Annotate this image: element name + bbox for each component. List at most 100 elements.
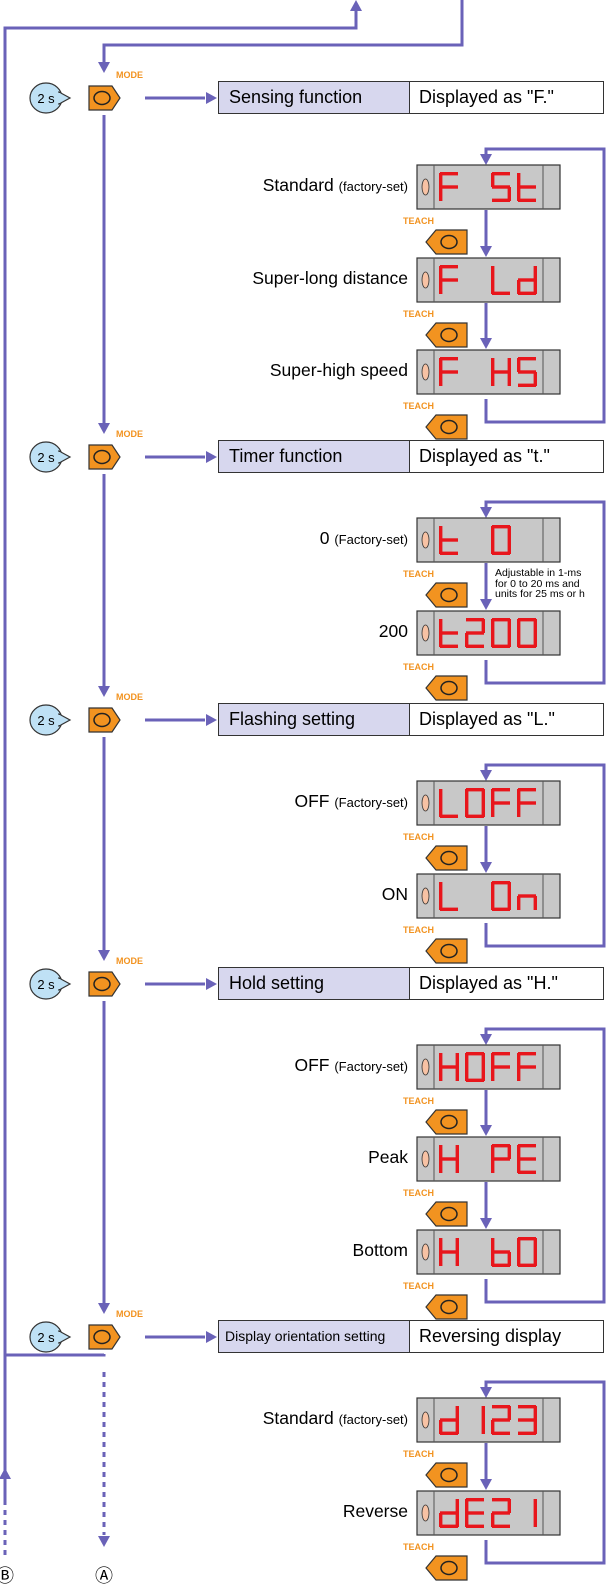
option-label: Super-high speed — [270, 360, 408, 381]
lcd-display-3-2 — [416, 1229, 561, 1275]
hold-time-bubble: 2 s — [29, 441, 72, 473]
lcd-display-4-1 — [416, 1490, 561, 1536]
teach-label: TEACH — [403, 1542, 434, 1552]
teach-button[interactable] — [425, 1555, 468, 1581]
trunk-arrowhead — [98, 1303, 110, 1314]
teach-label: TEACH — [403, 1096, 434, 1106]
hold-time-bubble: 2 s — [29, 82, 72, 114]
hold-time-label: 2 s — [37, 1330, 55, 1345]
teach-button[interactable] — [425, 322, 468, 348]
section-title: Hold setting — [219, 968, 410, 999]
option-label-text: Super-high speed — [269, 360, 408, 380]
mode-button[interactable] — [88, 444, 121, 470]
option-label-text: Bottom — [352, 1240, 408, 1260]
teach-label: TEACH — [403, 216, 434, 226]
option-label: 200 — [379, 621, 408, 642]
option-label-text: 200 — [378, 621, 408, 641]
mode-button[interactable] — [88, 707, 121, 733]
option-label: OFF (Factory-set) — [294, 791, 408, 812]
trunk-arrowhead — [98, 950, 110, 961]
option-arrowhead — [480, 338, 492, 349]
option-label: ON — [382, 884, 408, 905]
hold-time-label: 2 s — [37, 450, 55, 465]
teach-button[interactable] — [425, 938, 468, 964]
mode-button[interactable] — [88, 971, 121, 997]
option-label: 0 (Factory-set) — [320, 528, 408, 549]
option-arrowhead — [480, 1218, 492, 1229]
option-arrowhead — [480, 246, 492, 257]
option-sublabel: (Factory-set) — [334, 1059, 408, 1074]
option-label-text: Super-long distance — [252, 268, 408, 288]
mode-label: MODE — [116, 429, 143, 439]
loop-arrowhead — [480, 1034, 492, 1045]
teach-button[interactable] — [425, 229, 468, 255]
teach-label: TEACH — [403, 569, 434, 579]
teach-button[interactable] — [425, 1109, 468, 1135]
lcd-display-4-0 — [416, 1397, 561, 1443]
section-arrowhead — [206, 451, 217, 463]
teach-label: TEACH — [403, 401, 434, 411]
hold-time-label: 2 s — [37, 713, 55, 728]
option-arrowhead — [480, 599, 492, 610]
mode-label: MODE — [116, 1309, 143, 1319]
lcd-display-3-1 — [416, 1136, 561, 1182]
exit-arrowhead-a — [98, 1536, 110, 1547]
entry-arrowhead — [98, 62, 110, 73]
mode-button[interactable] — [88, 85, 121, 111]
entry-path — [102, 0, 464, 62]
teach-button[interactable] — [425, 414, 468, 440]
lcd-display-2-0 — [416, 780, 561, 826]
option-loop — [484, 763, 606, 948]
lcd-display-2-1 — [416, 873, 561, 919]
section-value: Displayed as "L." — [410, 704, 603, 735]
loop-arrowhead — [480, 770, 492, 781]
option-label-text: ON — [381, 884, 408, 904]
loop-arrowhead — [480, 1387, 492, 1398]
option-label: Standard (factory-set) — [263, 1408, 408, 1429]
option-arrowhead — [480, 862, 492, 873]
section-value: Displayed as "t." — [410, 441, 603, 472]
teach-label: TEACH — [403, 309, 434, 319]
option-label-text: 0 — [319, 528, 330, 548]
option-label: Reverse — [343, 1501, 408, 1522]
teach-button[interactable] — [425, 845, 468, 871]
hold-time-bubble: 2 s — [29, 1321, 72, 1353]
section-title: Sensing function — [219, 82, 410, 113]
trunk-arrowhead — [98, 686, 110, 697]
option-label-text: OFF — [294, 791, 330, 811]
option-sublabel: (factory-set) — [338, 1412, 408, 1427]
option-loop — [484, 500, 606, 685]
option-arrowhead — [480, 1479, 492, 1490]
section-arrowhead — [206, 978, 217, 990]
section-arrowhead — [206, 714, 217, 726]
lcd-display-1-1 — [416, 610, 561, 656]
teach-button[interactable] — [425, 675, 468, 701]
teach-button[interactable] — [425, 1294, 468, 1320]
loop-arrowhead — [480, 507, 492, 518]
option-label-text: Reverse — [342, 1501, 408, 1521]
option-label: Bottom — [353, 1240, 408, 1261]
teach-label: TEACH — [403, 925, 434, 935]
teach-button[interactable] — [425, 1201, 468, 1227]
option-label: Standard (factory-set) — [263, 175, 408, 196]
mode-button[interactable] — [88, 1324, 121, 1350]
hold-time-label: 2 s — [37, 91, 55, 106]
option-arrowhead — [480, 1125, 492, 1136]
marker-b: Ⓑ — [0, 1566, 14, 1586]
option-label: OFF (Factory-set) — [294, 1055, 408, 1076]
teach-button[interactable] — [425, 1462, 468, 1488]
loop-arrowhead — [480, 154, 492, 165]
option-loop — [484, 147, 606, 424]
teach-button[interactable] — [425, 582, 468, 608]
lcd-display-0-1 — [416, 257, 561, 303]
option-sublabel: (Factory-set) — [334, 532, 408, 547]
option-label: Peak — [368, 1147, 408, 1168]
return-arrowhead-top — [350, 0, 362, 11]
lcd-display-1-0 — [416, 517, 561, 563]
mode-label: MODE — [116, 692, 143, 702]
option-label-text: Standard — [262, 1408, 334, 1428]
